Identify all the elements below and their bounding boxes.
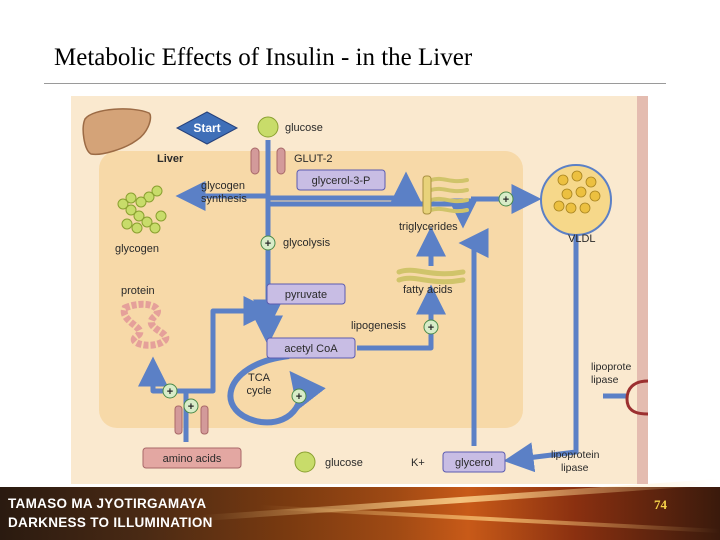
liver-label: Liver: [157, 153, 184, 165]
tca-label-2: cycle: [246, 385, 271, 397]
fatty-acids-label: fatty acids: [403, 284, 453, 296]
svg-text:+: +: [265, 238, 271, 250]
glut2-transporter-right: [276, 147, 286, 175]
arrow-glycerol-tg: [458, 228, 489, 446]
svg-text:+: +: [167, 386, 173, 398]
amino-acids-label: amino acids: [163, 453, 222, 465]
glycolysis-label: glycolysis: [283, 237, 331, 249]
glucose-bottom-label: glucose: [325, 457, 363, 469]
vldl-label: VLDL: [568, 233, 596, 245]
footer-motto-line-1: TAMASO MA JYOTIRGAMAYA: [8, 496, 207, 511]
plus-marker-tg-vldl: +: [498, 191, 514, 207]
triglycerides-head: [422, 175, 432, 215]
glut2-transporter-left: [250, 147, 260, 175]
triglycerides-icon: [429, 176, 469, 214]
k-plus-label: K+: [411, 457, 425, 469]
arrow-lipogenesis: [357, 284, 446, 351]
glucose-molecule-top: [257, 116, 279, 138]
start-node: Start: [175, 111, 239, 145]
fatty-acid-icon-1: [396, 267, 466, 277]
liver-organ-icon: [82, 108, 152, 156]
acetyl-coa-box: [266, 337, 356, 359]
triglycerides-label: triglycerides: [399, 221, 458, 233]
acetyl-coa-label: acetyl CoA: [284, 343, 338, 355]
lipoprotein-lipase-label-2: lipase: [591, 374, 619, 386]
arrow-glycerol3p: [268, 171, 421, 202]
page-number: 74: [654, 497, 667, 512]
amino-acid-transporter-right: [200, 405, 209, 435]
glycerol3p-label: glycerol-3-P: [312, 175, 371, 187]
glycogen-synthesis-label-1: glycogen: [201, 180, 245, 192]
arrow-aminoacids-acetylcoa: [186, 296, 274, 394]
glucose-molecule-bottom: [294, 451, 316, 473]
glycogen-synthesis-label-2: synthesis: [201, 193, 247, 205]
pyruvate-label: pyruvate: [285, 289, 327, 301]
lipase-enzyme-icon: [625, 379, 648, 416]
glycogen-label: glycogen: [115, 243, 159, 255]
fatty-acid-icon-2: [396, 275, 466, 285]
arrow-to-triglycerides: [268, 198, 478, 229]
plus-markers: + + + + + +: [162, 191, 514, 414]
lipoprotein-lipase-label-1: lipoprote: [591, 361, 631, 373]
title-divider: [44, 83, 666, 84]
lipoprotein-lipase-label-4: lipase: [561, 462, 589, 474]
plus-marker-tca: +: [291, 388, 307, 404]
glycerol3p-box: [296, 169, 386, 191]
glycerol-box: [442, 451, 506, 473]
slide-title: Metabolic Effects of Insulin - in the Li…: [54, 44, 473, 71]
insulin-liver-diagram: Start Liver glucose GLUT-2 glycerol-3-P …: [71, 96, 648, 484]
amino-acids-box: [142, 447, 242, 469]
tca-label-1: TCA: [248, 372, 271, 384]
amino-acid-transporter-left: [174, 405, 183, 435]
protein-label: protein: [121, 285, 155, 297]
glucose-top-label: glucose: [285, 122, 323, 134]
svg-text:+: +: [503, 194, 509, 206]
footer-banner: TAMASO MA JYOTIRGAMAYA DARKNESS TO ILLUM…: [0, 478, 720, 540]
glycogen-icon: [117, 185, 167, 234]
lipogenesis-label: lipogenesis: [351, 320, 407, 332]
pyruvate-box: [266, 283, 346, 305]
arrow-vldl-lipase: [503, 234, 579, 473]
protein-icon: [120, 300, 170, 349]
svg-text:+: +: [296, 391, 302, 403]
svg-text:+: +: [188, 401, 194, 413]
plus-marker-transporter: +: [183, 398, 199, 414]
plus-marker-amino-acids: +: [162, 383, 178, 399]
glycerol-label: glycerol: [455, 457, 493, 469]
footer-light-streak-2: [260, 504, 720, 534]
lipoprotein-lipase-label-3: lipoprotein: [551, 449, 600, 461]
glut2-label: GLUT-2: [294, 153, 333, 165]
plus-marker-lipogenesis: +: [423, 319, 439, 335]
diagram-side-border: [637, 96, 648, 484]
plus-marker-glycolysis: +: [260, 235, 276, 251]
vldl-lipid-droplets: [553, 170, 601, 214]
start-label: Start: [193, 121, 220, 135]
svg-text:+: +: [428, 322, 434, 334]
footer-motto-line-2: DARKNESS TO ILLUMINATION: [8, 515, 213, 530]
